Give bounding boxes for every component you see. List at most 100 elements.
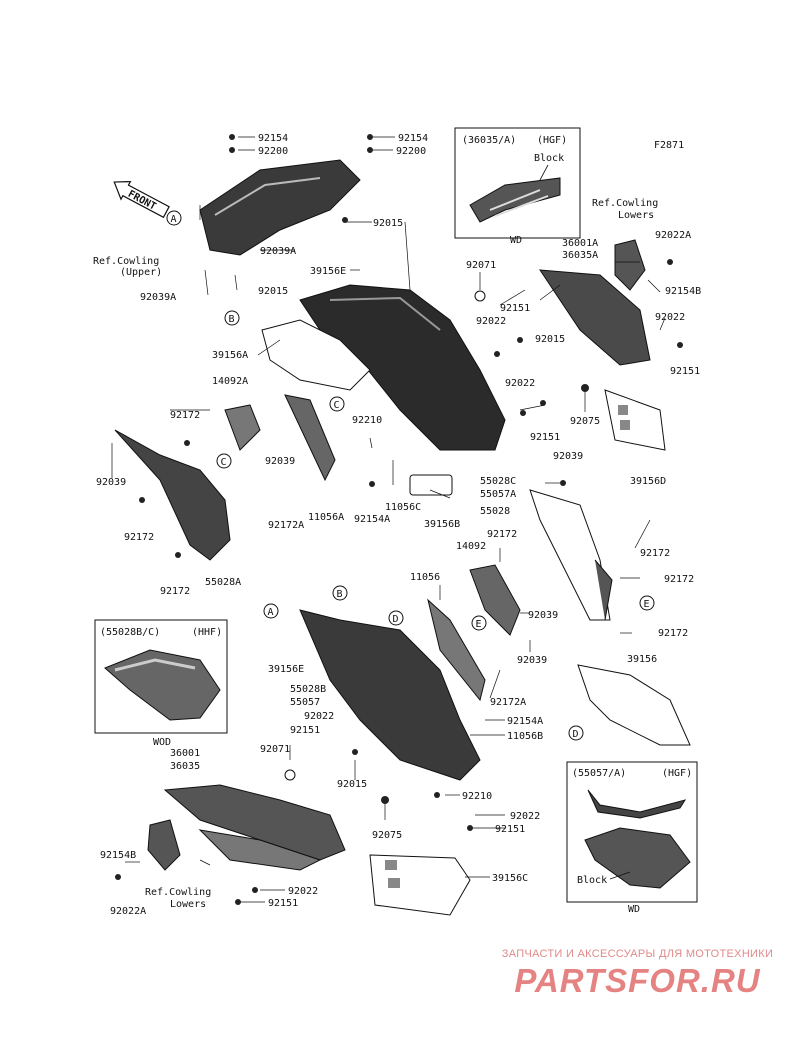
- label-92172a: 92172A: [268, 520, 304, 531]
- part-39156d-sticker: [604, 389, 666, 451]
- inset-bottom-title: (55057/A): [572, 768, 626, 779]
- label-92172a: 92172A: [490, 697, 526, 708]
- label-92015: 92015: [337, 779, 367, 790]
- label-92154a: 92154A: [507, 716, 543, 727]
- label-11056a: 11056A: [308, 512, 344, 523]
- label-92015: 92015: [258, 286, 288, 297]
- part-55028-right-panel: [529, 489, 613, 621]
- label-ref-cowling-upper-2: (Upper): [120, 267, 162, 278]
- inset-bottom-part: Block: [577, 875, 607, 886]
- fasteners: [115, 134, 683, 905]
- label-11056c: 11056C: [385, 502, 421, 513]
- part-39156a-shield: [261, 319, 371, 391]
- part-36001a-duct: [539, 269, 651, 366]
- label-92154a: 92154A: [354, 514, 390, 525]
- label-55028b: 55028B: [290, 684, 326, 695]
- label-36035: 36035: [170, 761, 200, 772]
- label-92154b: 92154B: [100, 850, 136, 861]
- part-labels: 92154 92200 92154 92200 92039A Ref.Cowli…: [93, 133, 701, 917]
- part-lower-cowling: [299, 609, 481, 781]
- marker-b: B: [332, 585, 348, 601]
- inset-hgf-top: (36035/A) (HGF) Block WD: [454, 127, 581, 246]
- inset-hgf-bottom: (55057/A) (HGF) Block WD: [566, 761, 698, 915]
- inset-left-variant: (HHF): [192, 627, 222, 638]
- inset-top-title: (36035/A): [462, 135, 516, 146]
- label-39156b: 39156B: [424, 519, 460, 530]
- marker-a: A: [263, 603, 279, 619]
- label-92172: 92172: [170, 410, 200, 421]
- label-92022: 92022: [505, 378, 535, 389]
- part-39156-shield-right: [577, 664, 691, 746]
- label-92039: 92039: [265, 456, 295, 467]
- inset-left-title: (55028B/C): [100, 627, 160, 638]
- svg-text:C: C: [334, 400, 340, 411]
- label-92039: 92039: [517, 655, 547, 666]
- part-ref-lowers-bracket: [614, 239, 646, 291]
- label-55028c: 55028C: [480, 476, 516, 487]
- part-upper-cowling: [199, 159, 361, 256]
- marker-b: B: [224, 310, 240, 326]
- label-ref-cowling-lowers-2: Lowers: [618, 210, 654, 221]
- part-14092-bracket: [469, 564, 521, 636]
- watermark-tagline: ЗАПЧАСТИ И АКСЕССУАРЫ ДЛЯ МОТОТЕХНИКИ: [501, 948, 774, 960]
- label-92022a: 92022A: [655, 230, 691, 241]
- label-92022: 92022: [510, 811, 540, 822]
- label-92022: 92022: [288, 886, 318, 897]
- label-36001a: 36001A: [562, 238, 598, 249]
- label-ref-cowling-lowers: Ref.Cowling: [145, 887, 211, 898]
- label-92022a: 92022A: [110, 906, 146, 917]
- label-ref-cowling-lowers-2: Lowers: [170, 899, 206, 910]
- label-92172: 92172: [160, 586, 190, 597]
- label-39156: 39156: [627, 654, 657, 665]
- marker-c: C: [216, 453, 232, 469]
- inset-top-part: Block: [534, 153, 564, 164]
- label-92210: 92210: [352, 415, 382, 426]
- label-92015: 92015: [535, 334, 565, 345]
- part-bracket-lowers-b: [147, 819, 181, 871]
- inset-left-note: WOD: [153, 737, 171, 748]
- label-92039: 92039: [96, 477, 126, 488]
- label-92022: 92022: [655, 312, 685, 323]
- marker-e: E: [471, 615, 487, 631]
- figure-code: F2871: [654, 140, 684, 151]
- label-ref-cowling-upper: Ref.Cowling: [93, 256, 159, 267]
- marker-d: D: [388, 610, 404, 626]
- label-92075: 92075: [372, 830, 402, 841]
- label-92039: 92039: [528, 610, 558, 621]
- leader-lines: [111, 136, 666, 903]
- svg-text:C: C: [221, 457, 227, 468]
- svg-text:A: A: [171, 214, 177, 225]
- label-ref-cowling-lowers: Ref.Cowling: [592, 198, 658, 209]
- label-11056: 11056: [410, 572, 440, 583]
- reference-markers: A B C C D A B D E E: [166, 210, 655, 741]
- label-92022: 92022: [304, 711, 334, 722]
- label-92039a: 92039A: [260, 246, 296, 257]
- label-92015: 92015: [373, 218, 403, 229]
- label-36001: 36001: [170, 748, 200, 759]
- label-92151: 92151: [290, 725, 320, 736]
- marker-c: C: [329, 396, 345, 412]
- label-92154b: 92154B: [665, 286, 701, 297]
- marker-a: A: [166, 210, 182, 226]
- front-arrow-icon: FRONT: [113, 180, 170, 219]
- label-92210: 92210: [462, 791, 492, 802]
- part-36001-duct: [163, 784, 346, 871]
- svg-text:E: E: [644, 599, 650, 610]
- label-92071: 92071: [466, 260, 496, 271]
- inset-top-variant: (HGF): [537, 135, 567, 146]
- label-39156c: 39156C: [492, 873, 528, 884]
- label-11056b: 11056B: [507, 731, 543, 742]
- part-55028a-left-panel: [114, 429, 231, 561]
- label-92151: 92151: [495, 824, 525, 835]
- label-92172: 92172: [658, 628, 688, 639]
- svg-text:E: E: [476, 619, 482, 630]
- svg-text:B: B: [337, 589, 343, 600]
- marker-e: E: [639, 595, 655, 611]
- inset-hhf-left: (55028B/C) (HHF) WOD: [94, 619, 228, 748]
- label-14092a: 14092A: [212, 376, 248, 387]
- label-92172: 92172: [487, 529, 517, 540]
- label-92151: 92151: [500, 303, 530, 314]
- marker-d: D: [568, 725, 584, 741]
